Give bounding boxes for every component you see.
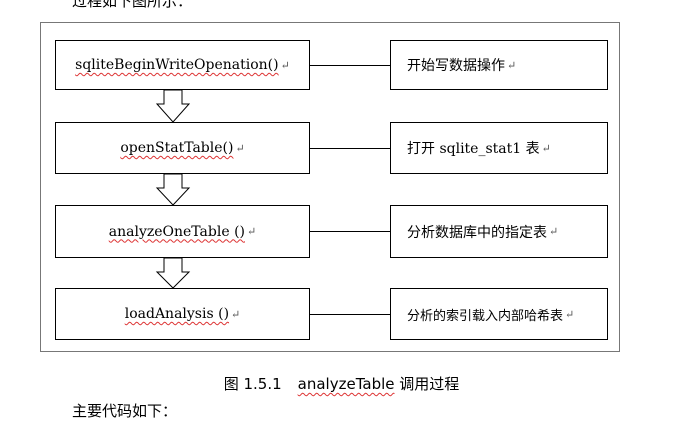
paragraph-mark: ↵ bbox=[280, 58, 290, 72]
connector-line bbox=[310, 231, 390, 232]
function-label: openStatTable() bbox=[120, 140, 234, 156]
description-label: 开始写数据操作 bbox=[407, 58, 505, 74]
diagram-frame bbox=[40, 22, 620, 352]
down-arrow-icon bbox=[155, 173, 191, 206]
connector-line bbox=[310, 314, 390, 315]
connector-line bbox=[310, 65, 390, 66]
function-label: analyzeOneTable () bbox=[108, 223, 245, 240]
down-arrow-icon bbox=[155, 257, 191, 289]
down-arrow-icon bbox=[155, 89, 191, 123]
paragraph-mark: ↵ bbox=[541, 141, 551, 155]
description-label: 打开 sqlite_stat1 表 bbox=[407, 141, 540, 157]
caption-suffix: 调用过程 bbox=[399, 375, 460, 393]
paragraph-mark: ↵ bbox=[549, 225, 559, 238]
paragraph-mark: ↵ bbox=[231, 307, 241, 321]
function-label: loadAnalysis () bbox=[124, 306, 230, 322]
function-box-analyze-one: analyzeOneTable ()↵ bbox=[55, 205, 310, 258]
function-label: sqliteBeginWriteOpenation() bbox=[75, 57, 279, 73]
paragraph-mark: ↵ bbox=[235, 141, 245, 155]
description-box-load-analysis: 分析的索引载入内部哈希表↵ bbox=[390, 288, 608, 340]
caption-prefix: 图 1.5.1 bbox=[223, 375, 282, 393]
description-label: 分析数据库中的指定表 bbox=[407, 224, 547, 241]
flow-arrows bbox=[155, 89, 191, 289]
figure-caption: 图 1.5.1 analyzeTable 调用过程 bbox=[0, 373, 683, 394]
function-box-open-stat: openStatTable()↵ bbox=[55, 122, 310, 174]
paragraph-mark: ↵ bbox=[565, 307, 575, 321]
caption-name: analyzeTable bbox=[297, 375, 395, 393]
paragraph-mark: ↵ bbox=[247, 225, 257, 238]
description-box-begin-write: 开始写数据操作↵ bbox=[390, 40, 608, 90]
description-label: 分析的索引载入内部哈希表 bbox=[407, 308, 564, 324]
connector-line bbox=[310, 148, 390, 149]
function-box-load-analysis: loadAnalysis ()↵ bbox=[55, 288, 310, 340]
paragraph-mark: ↵ bbox=[507, 58, 517, 72]
description-box-analyze-one: 分析数据库中的指定表↵ bbox=[390, 205, 608, 258]
description-box-open-stat: 打开 sqlite_stat1 表↵ bbox=[390, 122, 608, 174]
intro-text: 过程如下图所示： bbox=[72, 0, 193, 10]
